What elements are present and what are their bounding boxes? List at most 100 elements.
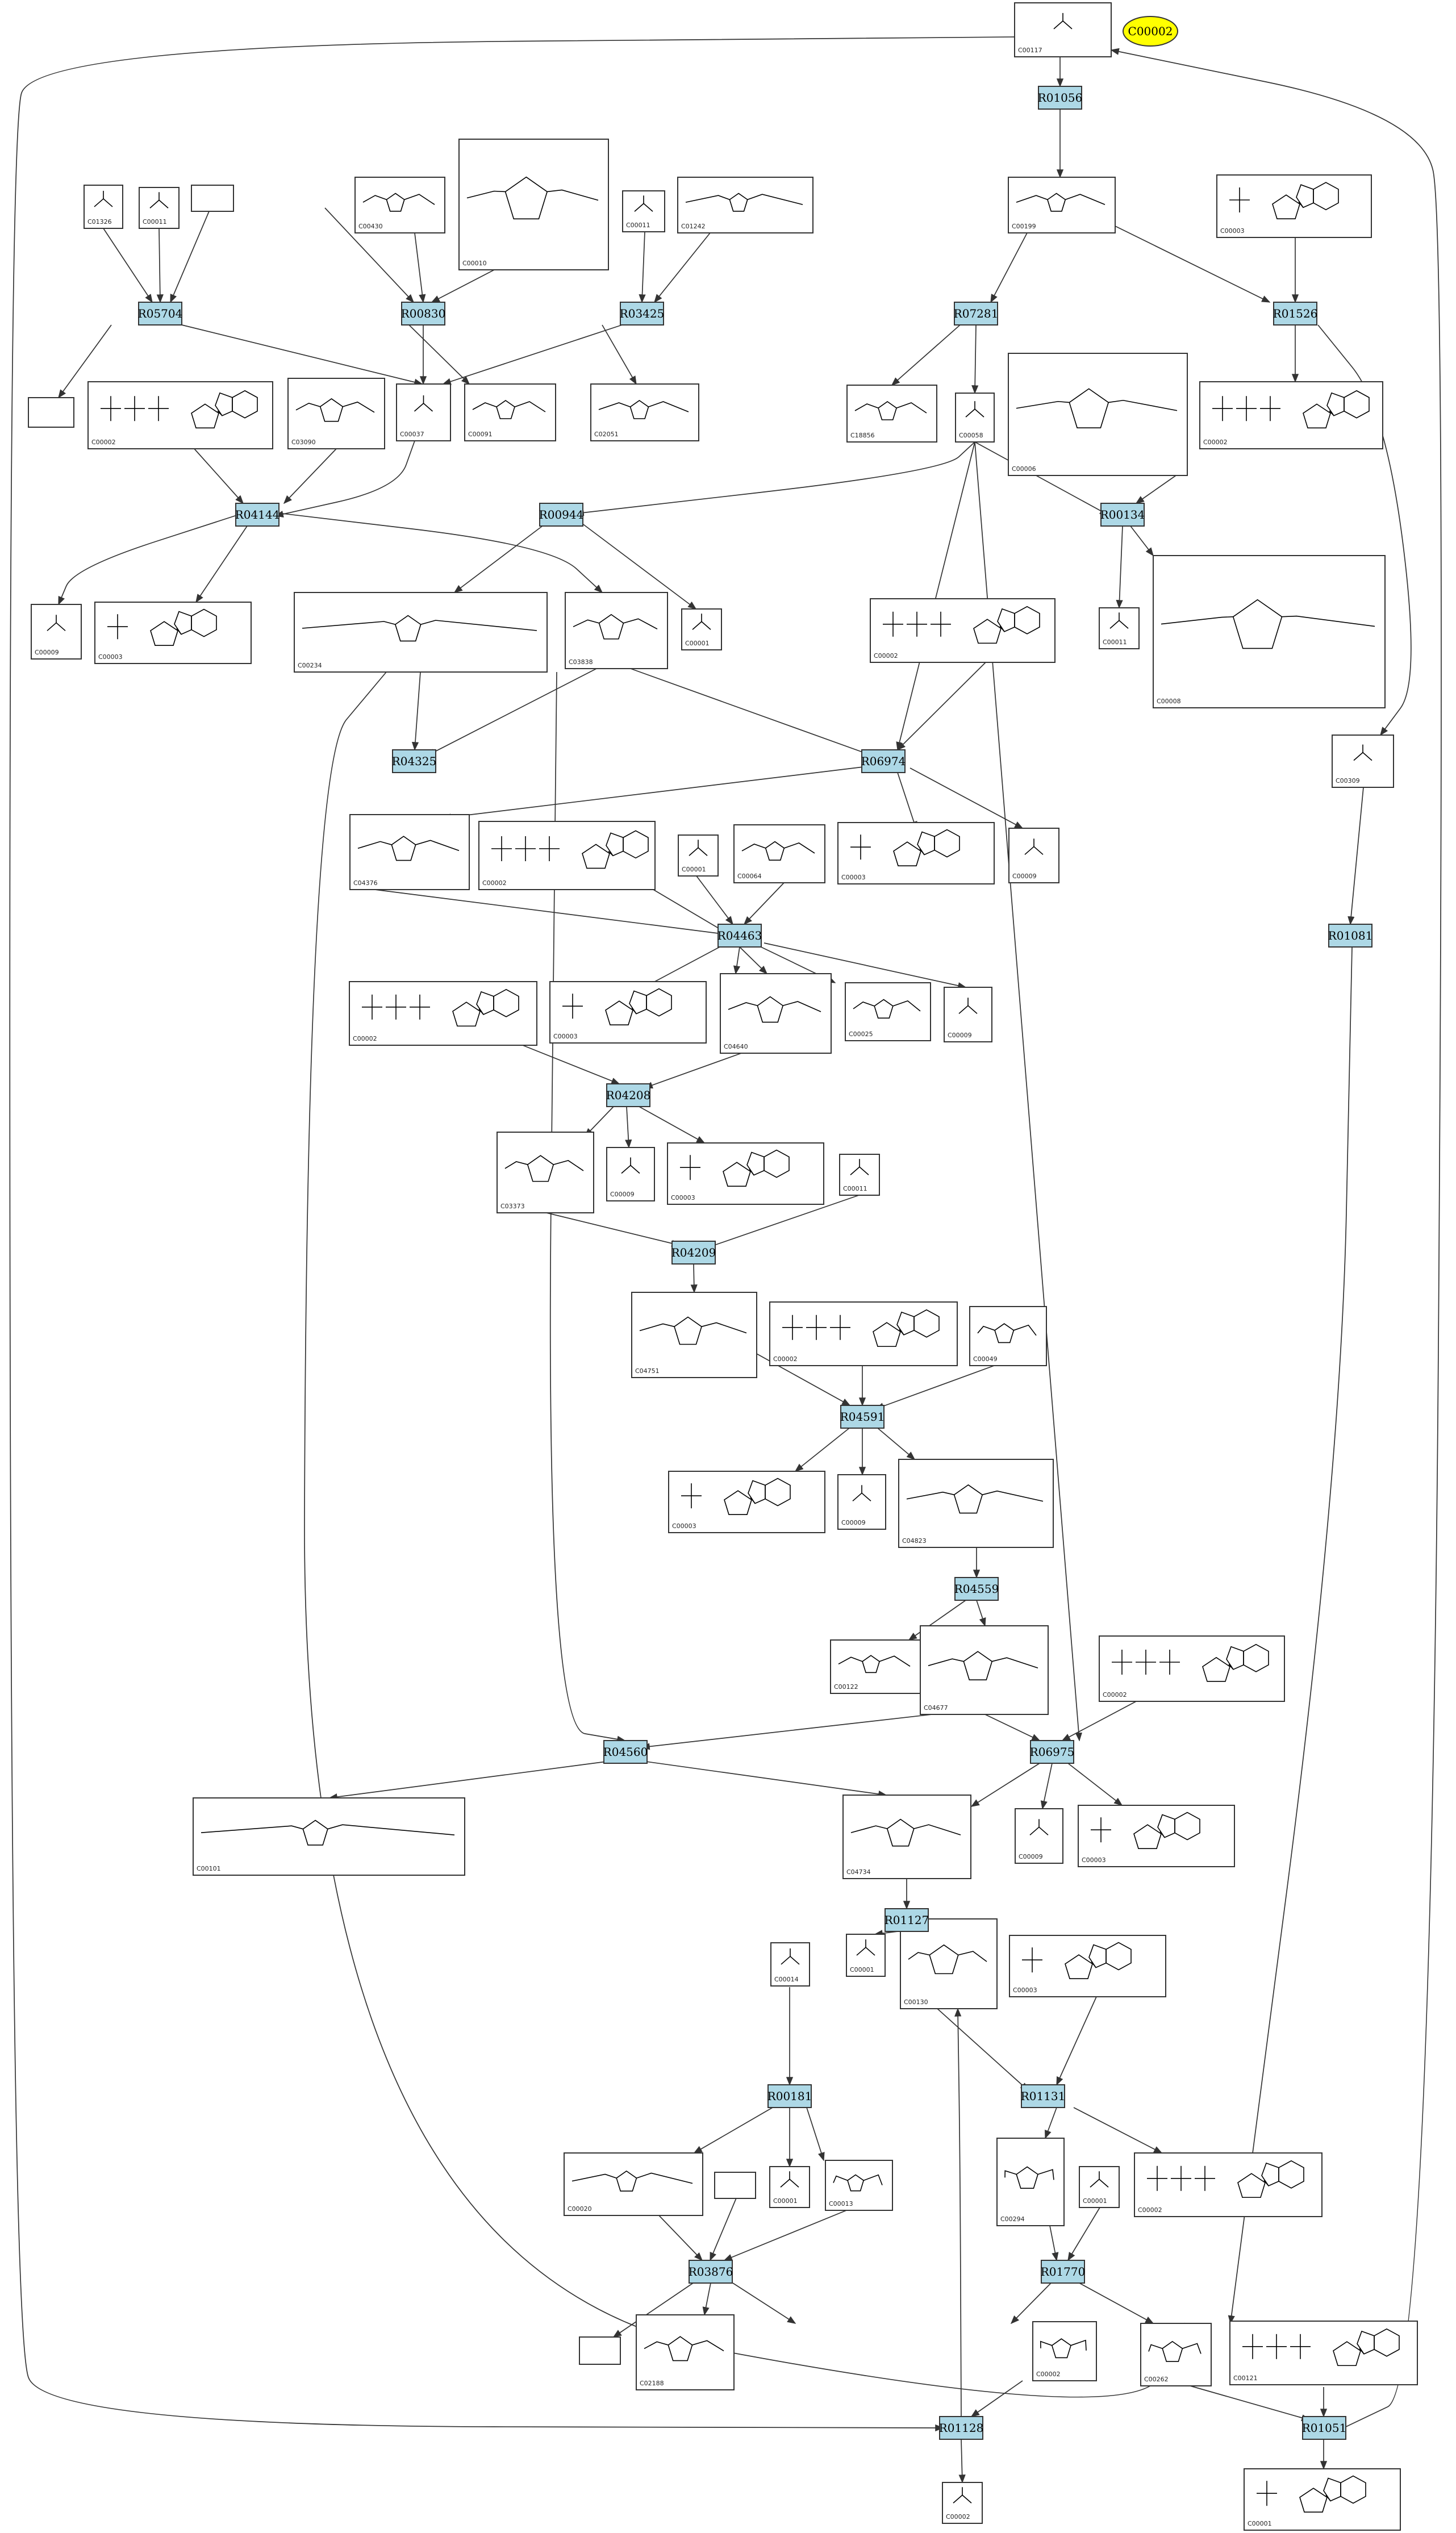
compound-node[interactable]: [714, 2172, 756, 2199]
compound-node[interactable]: C00001: [1079, 2166, 1120, 2208]
compound-node[interactable]: C00122: [830, 1639, 921, 1694]
compound-node[interactable]: C02051: [590, 383, 699, 441]
compound-node[interactable]: C00003: [94, 602, 252, 664]
reaction-node[interactable]: R04559: [954, 1577, 999, 1601]
compound-node[interactable]: C00003: [668, 1471, 825, 1533]
compound-node[interactable]: C00003: [1078, 1805, 1235, 1867]
reaction-node[interactable]: R01081: [1328, 924, 1373, 948]
compound-node[interactable]: C00014: [770, 1942, 810, 1987]
compound-node[interactable]: C00002: [870, 598, 1056, 663]
compound-node[interactable]: C00002: [87, 381, 273, 449]
reaction-node[interactable]: R01131: [1021, 2084, 1066, 2108]
reaction-node[interactable]: R01526: [1273, 302, 1318, 326]
reaction-node[interactable]: R07281: [954, 302, 999, 326]
compound-node[interactable]: C00430: [354, 177, 445, 233]
reaction-node[interactable]: R00944: [539, 503, 584, 527]
compound-node[interactable]: [191, 185, 234, 212]
compound-node[interactable]: C00309: [1332, 735, 1394, 788]
compound-node[interactable]: C00011: [839, 1154, 880, 1196]
reaction-node[interactable]: R04209: [671, 1241, 716, 1265]
compound-node[interactable]: C00003: [1216, 174, 1372, 238]
compound-node[interactable]: C00064: [733, 824, 825, 883]
compound-node[interactable]: C04823: [898, 1459, 1054, 1548]
compound-node[interactable]: C00002: [1099, 1635, 1285, 1702]
compound-node[interactable]: C00117: [1014, 2, 1112, 57]
compound-node[interactable]: C01242: [677, 177, 813, 233]
compound-node[interactable]: C00011: [139, 187, 180, 229]
compound-node[interactable]: C00001: [681, 608, 722, 650]
compound-node[interactable]: C04376: [349, 814, 470, 890]
compound-node[interactable]: C00058: [955, 393, 995, 443]
reaction-node[interactable]: R04463: [717, 924, 762, 948]
compound-node[interactable]: C00025: [845, 982, 931, 1041]
compound-node[interactable]: C00009: [1008, 828, 1059, 883]
compound-node[interactable]: C03373: [497, 1132, 594, 1213]
compound-node[interactable]: C00101: [193, 1797, 465, 1876]
compound-node[interactable]: C00001: [678, 834, 719, 877]
reaction-node[interactable]: R04325: [392, 749, 437, 773]
reaction-node[interactable]: R04208: [606, 1083, 651, 1107]
compound-node[interactable]: C00002: [1199, 381, 1383, 449]
compound-node[interactable]: C00294: [996, 2138, 1065, 2226]
compound-node[interactable]: C00234: [294, 592, 548, 673]
compound-node[interactable]: C00002: [1032, 2321, 1097, 2381]
compound-node[interactable]: C00037: [396, 383, 451, 441]
compound-node[interactable]: C00009: [837, 1474, 886, 1530]
reaction-node[interactable]: R00830: [401, 302, 446, 326]
compound-node[interactable]: [579, 2336, 621, 2365]
compound-node[interactable]: C00003: [837, 822, 995, 884]
compound-node[interactable]: C00130: [900, 1918, 998, 2009]
compound-node[interactable]: C00002: [349, 981, 537, 1046]
compound-node[interactable]: C04677: [920, 1625, 1049, 1715]
compound-node[interactable]: C00091: [464, 383, 556, 441]
reaction-node[interactable]: R05704: [138, 302, 183, 326]
compound-node[interactable]: C02188: [636, 2314, 735, 2390]
compound-node[interactable]: C00199: [1008, 177, 1116, 233]
reaction-node[interactable]: R01128: [939, 2416, 984, 2440]
compound-node[interactable]: C00009: [606, 1147, 655, 1201]
reaction-node[interactable]: R01770: [1041, 2260, 1086, 2284]
compound-node[interactable]: C00002: [769, 1301, 958, 1366]
compound-node[interactable]: C00003: [549, 981, 707, 1044]
compound-node[interactable]: C00011: [622, 190, 665, 232]
reaction-node[interactable]: R00134: [1100, 503, 1145, 527]
reaction-node[interactable]: R01056: [1038, 86, 1083, 110]
reaction-node[interactable]: R04591: [840, 1405, 885, 1429]
compound-node[interactable]: C00001: [769, 2166, 810, 2208]
compound-node[interactable]: C00002: [942, 2482, 983, 2524]
compound-node[interactable]: C00262: [1140, 2323, 1212, 2386]
reaction-node[interactable]: R03425: [620, 302, 665, 326]
compound-node[interactable]: C18856: [846, 385, 937, 443]
compound-node[interactable]: C00049: [969, 1306, 1047, 1366]
compound-node[interactable]: C00001: [846, 1934, 886, 1977]
reaction-node[interactable]: R06975: [1030, 1740, 1075, 1764]
compound-node[interactable]: C00121: [1229, 2321, 1418, 2385]
compound-node[interactable]: C04640: [720, 973, 832, 1054]
compound-node[interactable]: C00006: [1008, 353, 1188, 476]
reaction-node[interactable]: R04144: [235, 503, 280, 527]
compound-node[interactable]: C00003: [1009, 1935, 1166, 1997]
compound-node[interactable]: C03838: [565, 592, 668, 669]
reaction-node[interactable]: R01051: [1302, 2416, 1347, 2440]
compound-node[interactable]: C00001: [1244, 2468, 1401, 2531]
reaction-node[interactable]: R01127: [885, 1908, 929, 1932]
compound-node[interactable]: C04734: [842, 1795, 971, 1879]
compound-node[interactable]: C00011: [1099, 607, 1140, 649]
reaction-node[interactable]: R00181: [767, 2084, 812, 2108]
compound-node[interactable]: C00009: [1015, 1808, 1063, 1864]
compound-node[interactable]: C00010: [458, 139, 609, 270]
compound-node[interactable]: C00009: [944, 987, 992, 1042]
compound-node[interactable]: C04751: [631, 1292, 757, 1378]
reaction-node[interactable]: R06974: [861, 749, 906, 773]
compound-node[interactable]: C03090: [287, 378, 385, 449]
compound-node[interactable]: C00002: [1134, 2152, 1323, 2217]
compound-node[interactable]: C00008: [1153, 555, 1386, 708]
compound-node[interactable]: C00009: [31, 604, 82, 660]
compound-node[interactable]: C00013: [825, 2160, 893, 2211]
compound-node[interactable]: C01326: [84, 185, 123, 229]
compound-node[interactable]: C00002: [478, 821, 656, 890]
reaction-node[interactable]: R03876: [689, 2260, 733, 2284]
reaction-node[interactable]: R04560: [603, 1740, 648, 1764]
compound-node[interactable]: C00003: [667, 1142, 824, 1205]
compound-node[interactable]: C00020: [564, 2152, 703, 2216]
